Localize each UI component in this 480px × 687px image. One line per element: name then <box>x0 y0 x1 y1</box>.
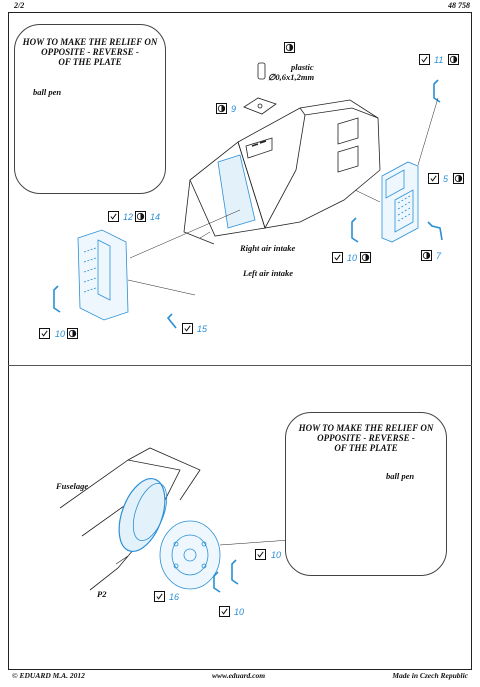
fold-bend-icon <box>255 549 266 560</box>
fold-bend-icon <box>154 591 165 602</box>
origin-text: Made in Czech Republic <box>392 671 468 680</box>
reverse-side-icon <box>284 42 295 53</box>
reverse-side-icon <box>67 328 78 339</box>
fold-bend-icon <box>39 328 50 339</box>
rod-size-label: ∅0,6x1,2mm <box>268 72 315 82</box>
part-number-11: 11 <box>434 55 444 65</box>
callout-title-line: OPPOSITE - REVERSE - <box>317 433 415 443</box>
part-number-10: 10 <box>347 253 358 263</box>
ball-pen-label: ball pen <box>386 471 415 481</box>
fold-bend-icon <box>182 323 193 334</box>
part-number-12: 12 <box>123 212 134 222</box>
part-number-10: 10 <box>271 550 282 560</box>
callout-title-line: OF THE PLATE <box>58 57 122 67</box>
reverse-side-icon <box>453 173 464 184</box>
reverse-side-icon <box>216 103 227 114</box>
part-number-9: 9 <box>231 104 237 114</box>
callout-title-bottom: HOW TO MAKE THE RELIEF ON OPPOSITE - REV… <box>292 423 440 453</box>
intake-panel-part-14 <box>77 229 129 321</box>
part-number-16: 16 <box>169 592 180 602</box>
fuselage-label: Fuselage <box>56 481 89 491</box>
instrument-panel-part-5 <box>381 161 419 243</box>
air-intake-body <box>183 99 381 245</box>
callout-title-line: OF THE PLATE <box>334 443 398 453</box>
part-number-10: 10 <box>234 607 245 617</box>
reverse-side-icon <box>360 252 371 263</box>
part-number-10: 10 <box>55 329 66 339</box>
fold-bend-icon <box>428 173 439 184</box>
p2-label: P2 <box>97 589 107 599</box>
page-frame <box>8 12 472 670</box>
website-text: www.eduard.com <box>212 671 266 680</box>
callout-title-line: HOW TO MAKE THE RELIEF ON <box>22 37 158 47</box>
right-intake-label: Right air intake <box>240 243 296 253</box>
fold-bend-icon <box>332 252 343 263</box>
callout-title-line: OPPOSITE - REVERSE - <box>41 47 139 57</box>
page-number: 2/2 <box>14 1 25 10</box>
copyright-text: © EDUARD M.A. 2012 <box>12 671 85 680</box>
callout-title-line: HOW TO MAKE THE RELIEF ON <box>298 423 434 433</box>
left-intake-label: Left air intake <box>243 268 294 278</box>
ball-pen-label: ball pen <box>33 87 62 97</box>
section-divider <box>8 365 472 366</box>
plastic-label: plastic <box>291 62 314 72</box>
part-number-15: 15 <box>197 324 208 334</box>
callout-title-top: HOW TO MAKE THE RELIEF ON OPPOSITE - REV… <box>19 37 161 67</box>
part-number-7: 7 <box>436 251 442 261</box>
part-number-14: 14 <box>150 212 161 222</box>
fuselage-assembly <box>59 447 291 593</box>
fold-bend-icon <box>108 211 119 222</box>
reverse-side-icon <box>135 211 146 222</box>
fold-bend-icon <box>219 606 230 617</box>
part-number-5: 5 <box>443 174 449 184</box>
reverse-side-icon <box>421 250 432 261</box>
relief-callout-top: HOW TO MAKE THE RELIEF ON OPPOSITE - REV… <box>14 24 166 194</box>
reverse-side-icon <box>448 54 459 65</box>
relief-callout-bottom: HOW TO MAKE THE RELIEF ON OPPOSITE - REV… <box>285 412 447 576</box>
fold-bend-icon <box>419 54 430 65</box>
kit-number: 48 758 <box>448 1 470 10</box>
